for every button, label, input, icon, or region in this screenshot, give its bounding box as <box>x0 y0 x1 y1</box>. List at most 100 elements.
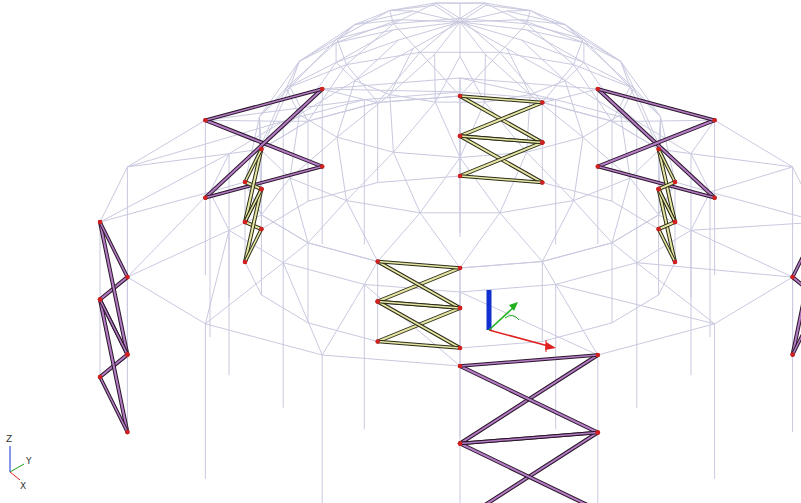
end-node <box>458 306 463 311</box>
end-node <box>243 180 248 185</box>
brace-member <box>793 300 801 355</box>
roof-inner-beam <box>364 92 460 100</box>
dome-rib <box>290 61 299 87</box>
end-node <box>458 441 463 446</box>
brace-member <box>100 222 127 277</box>
inner-column <box>555 100 556 245</box>
roof-rafter <box>205 263 283 324</box>
brace-member <box>205 167 322 198</box>
outer-column <box>597 355 598 503</box>
end-node <box>98 297 103 302</box>
dome-ring <box>393 152 460 157</box>
brace-member <box>659 189 675 262</box>
brace-member <box>460 96 542 103</box>
dome-diagonal <box>434 54 436 102</box>
end-node <box>243 220 248 225</box>
end-node <box>243 260 248 265</box>
dome-diagonal <box>390 11 394 24</box>
end-node <box>656 227 661 232</box>
dome-ring <box>500 52 574 64</box>
roof-diagonal <box>691 222 801 230</box>
dome-diagonal <box>435 3 460 4</box>
brace-member <box>460 136 542 183</box>
end-node <box>540 140 545 145</box>
roof-diagonal <box>205 230 229 323</box>
inner-column <box>636 121 637 266</box>
dome-rib <box>484 54 486 102</box>
dome-rib <box>393 3 435 24</box>
end-node <box>98 220 103 225</box>
drum-ring <box>245 262 261 295</box>
dome-rib <box>413 22 460 49</box>
end-node <box>203 195 208 200</box>
bracing-members <box>100 89 801 503</box>
roof-rafter <box>556 89 598 100</box>
end-node <box>458 441 463 446</box>
dome-ring <box>530 81 565 95</box>
brace-member <box>460 136 542 143</box>
drum-ring <box>542 183 612 202</box>
brace-member <box>598 89 715 198</box>
outer-column <box>714 324 715 479</box>
brace-member <box>378 302 460 309</box>
dome-rib <box>346 201 377 262</box>
end-node <box>458 266 463 271</box>
brace-member <box>245 149 261 222</box>
drum-ring <box>261 201 308 229</box>
brace-member <box>205 167 322 198</box>
brace-member <box>460 103 542 137</box>
dome-ring <box>308 243 378 262</box>
end-node <box>320 164 325 169</box>
dome-rib <box>435 22 460 54</box>
dome-diagonal <box>337 25 355 39</box>
brace-member <box>245 149 261 182</box>
end-node <box>712 195 717 200</box>
end-node <box>125 430 130 435</box>
dome-rib <box>460 22 507 49</box>
end-node <box>375 259 380 264</box>
roof-edge-beam <box>100 167 127 222</box>
brace-member <box>659 229 675 262</box>
end-node <box>458 134 463 139</box>
dome-diagonal <box>526 30 584 43</box>
dome-diagonal <box>337 95 390 138</box>
roof-rafter <box>691 230 793 277</box>
brace-member <box>245 149 261 182</box>
drum-ring <box>308 323 378 342</box>
dome-ring <box>337 24 393 39</box>
outer-column <box>792 167 793 322</box>
brace-member <box>460 355 598 366</box>
dome-rib <box>435 102 460 157</box>
dome-ring <box>500 201 574 213</box>
inner-column <box>283 263 284 408</box>
dome-rib <box>521 20 584 43</box>
roof-inner-beam <box>283 100 364 122</box>
roof-inner-beam <box>556 263 637 285</box>
dome-rib <box>621 61 661 116</box>
outer-column <box>205 324 206 479</box>
brace-member <box>598 120 715 166</box>
end-node <box>98 375 103 380</box>
end-node <box>259 227 264 232</box>
brace-member <box>378 342 460 349</box>
brace-member <box>659 182 675 189</box>
dome-diagonal <box>420 18 460 52</box>
dome-rib <box>460 52 500 96</box>
dome-ring <box>355 81 390 95</box>
end-node <box>712 118 717 123</box>
brace-member <box>659 189 675 262</box>
roof-diagonal <box>322 89 460 92</box>
dome-rib <box>460 20 521 22</box>
end-node <box>243 220 248 225</box>
brace-member <box>460 136 542 183</box>
dome-rib <box>460 3 485 18</box>
dome-diagonal <box>308 201 346 243</box>
dome-rib <box>460 22 521 40</box>
brace-member <box>378 302 460 349</box>
end-node <box>540 180 545 185</box>
roof-edge-beam <box>205 324 322 355</box>
brace-member <box>205 89 322 198</box>
dome-rib <box>542 65 573 103</box>
brace-member <box>245 189 261 262</box>
roof-rafter <box>691 154 793 167</box>
